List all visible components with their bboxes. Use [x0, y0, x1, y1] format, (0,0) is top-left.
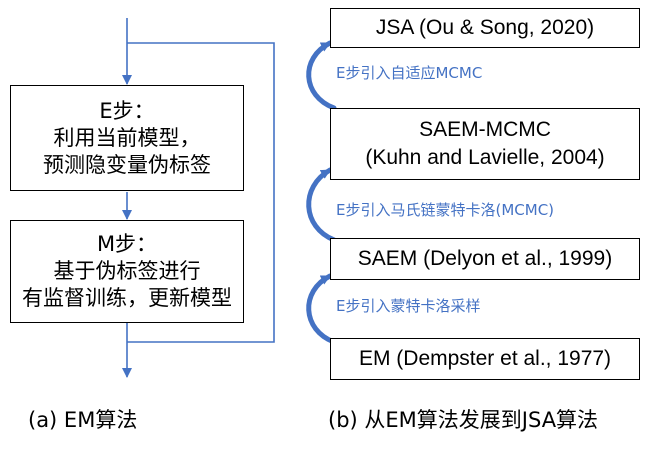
- m-step-line-2: 有监督训练，更新模型: [22, 286, 232, 310]
- method-saem-label: SAEM (Delyon et al., 1999): [357, 247, 613, 270]
- e-step-title: E步：: [99, 98, 155, 123]
- transition-label-monte-carlo: E步引入蒙特卡洛采样: [336, 297, 481, 315]
- em-loop-flow: [122, 18, 275, 378]
- curved-arrow-saem-mcmc-to-jsa: [306, 40, 337, 111]
- curved-arrow-saem-to-saem-mcmc: [306, 167, 337, 243]
- curved-arrow-em-to-saem: [306, 273, 337, 345]
- method-box-jsa: JSA (Ou & Song, 2020): [330, 8, 640, 48]
- method-saem-mcmc-label: SAEM-MCMC: [419, 118, 551, 141]
- flow-loop-back-line: [127, 42, 275, 343]
- e-step-line-2: 预测隐变量伪标签: [43, 152, 211, 177]
- method-box-saem-mcmc: SAEM-MCMC (Kuhn and Lavielle, 2004): [330, 108, 640, 180]
- m-step-line-1: 基于伪标签进行: [53, 259, 201, 283]
- caption-left: (a) EM算法: [28, 408, 138, 432]
- method-em-label: EM (Dempster et al., 1977): [358, 347, 612, 370]
- method-jsa-label: JSA (Ou & Song, 2020): [375, 16, 595, 39]
- method-box-saem: SAEM (Delyon et al., 1999): [330, 238, 640, 280]
- m-step-box: M步： 基于伪标签进行 有监督训练，更新模型: [10, 220, 244, 323]
- transition-label-mcmc: E步引入马氏链蒙特卡洛(MCMC): [336, 201, 555, 219]
- e-step-box: E步： 利用当前模型， 预测隐变量伪标签: [10, 85, 244, 191]
- method-saem-mcmc-citation: (Kuhn and Lavielle, 2004): [365, 146, 605, 169]
- m-step-title: M步：: [96, 232, 158, 256]
- caption-right: (b) 从EM算法发展到JSA算法: [328, 408, 599, 432]
- e-step-line-1: 利用当前模型，: [53, 125, 201, 150]
- transition-label-adaptive-mcmc: E步引入自适应MCMC: [336, 64, 483, 82]
- evolution-arrows: [306, 40, 337, 345]
- method-box-em: EM (Dempster et al., 1977): [330, 338, 640, 380]
